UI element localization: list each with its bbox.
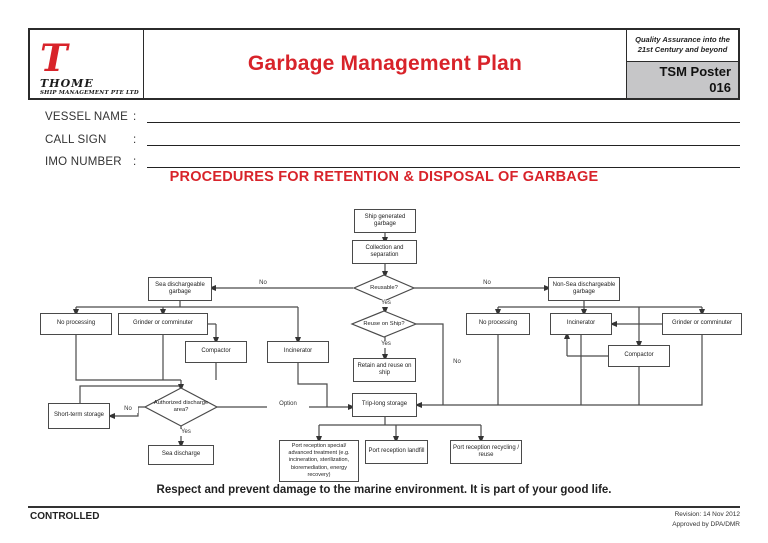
- call-sign-row: CALL SIGN :: [45, 130, 740, 146]
- colon: :: [133, 111, 137, 123]
- decision-reusable: Reusable?: [370, 284, 398, 291]
- company-logo: T THOME SHIP MANAGEMENT PTE LTD: [30, 30, 144, 98]
- vessel-name-row: VESSEL NAME :: [45, 107, 740, 123]
- node-trip-long-storage: Trip-long storage: [352, 393, 417, 417]
- controlled-stamp: CONTROLLED: [30, 511, 100, 522]
- revision-date: Revision: 14 Nov 2012: [674, 511, 740, 518]
- flow-connector-lines: [73, 233, 705, 449]
- node-non-sea-dischargeable-garbage: Non-Sea dischargeable garbage: [548, 277, 620, 301]
- node-sea-discharge: Sea discharge: [148, 445, 214, 465]
- node-sea-dischargeable-garbage: Sea dischargeable garbage: [148, 277, 212, 301]
- garbage-flowchart: Ship generated garbage Collection and se…: [0, 195, 768, 495]
- imo-number-row: IMO NUMBER :: [45, 152, 740, 168]
- node-compactor-left: Compactor: [185, 341, 247, 363]
- node-incinerator-left: Incinerator: [267, 341, 329, 363]
- edge-label-no-sea: No: [250, 280, 276, 287]
- vessel-name-label: VESSEL NAME: [45, 111, 128, 123]
- vessel-name-field: [147, 109, 740, 123]
- imo-number-label: IMO NUMBER: [45, 156, 122, 168]
- company-name: THOME: [40, 77, 94, 90]
- imo-number-field: [147, 154, 740, 168]
- footer-divider: [28, 506, 740, 508]
- edge-label-yes-authorized: Yes: [173, 429, 199, 436]
- colon: :: [133, 156, 137, 168]
- section-title: PROCEDURES FOR RETENTION & DISPOSAL OF G…: [169, 169, 599, 185]
- node-port-reception-recycling: Port reception recycling / reuse: [450, 440, 522, 464]
- edge-label-no-nonsea: No: [474, 280, 500, 287]
- node-no-processing-right: No processing: [466, 313, 530, 335]
- header: T THOME SHIP MANAGEMENT PTE LTD Garbage …: [28, 28, 740, 100]
- node-compactor-right: Compactor: [608, 345, 670, 367]
- document-title: Garbage Management Plan: [247, 52, 523, 75]
- edge-label-yes-reusable: Yes: [373, 300, 399, 307]
- call-sign-field: [147, 132, 740, 146]
- decision-reuse-on-ship: Reuse on Ship?: [363, 320, 405, 327]
- company-subtitle: SHIP MANAGEMENT PTE LTD: [40, 90, 139, 96]
- node-short-term-storage: Short-term storage: [48, 403, 110, 429]
- thome-t-logo-icon: T: [40, 35, 68, 80]
- approved-by: Approved by DPA/DMR: [672, 520, 740, 528]
- node-collection-and-separation: Collection and separation: [352, 240, 417, 264]
- edge-label-option: Option: [267, 401, 309, 408]
- node-ship-generated-garbage: Ship generated garbage: [354, 209, 416, 233]
- edge-label-no-authorized: No: [118, 406, 138, 413]
- edge-label-no-reuse: No: [447, 359, 467, 366]
- revision-block: Revision: 14 Nov 2012 Approved by DPA/DM…: [672, 510, 740, 530]
- call-sign-label: CALL SIGN: [45, 134, 107, 146]
- poster-number: 016: [709, 79, 731, 95]
- poster-number-box: TSM Poster 016: [627, 61, 738, 98]
- decision-authorized-discharge-area: Authorized discharge area?: [153, 400, 209, 413]
- title-cell: Garbage Management Plan: [144, 30, 626, 98]
- motto-text: Respect and prevent damage to the marine…: [156, 484, 612, 496]
- node-port-reception-landfill: Port reception landfill: [365, 440, 428, 464]
- colon: :: [133, 134, 137, 146]
- node-no-processing-left: No processing: [40, 313, 112, 335]
- node-incinerator-right: Incinerator: [550, 313, 612, 335]
- poster-label: TSM Poster: [659, 63, 731, 79]
- node-port-reception-special: Port reception special/ advanced treatme…: [279, 440, 359, 482]
- edge-label-yes-reuse: Yes: [373, 341, 399, 348]
- node-grinder-left: Grinder or comminuter: [118, 313, 208, 335]
- node-retain-and-reuse: Retain and reuse on ship: [353, 358, 416, 382]
- quality-slogan: Quality Assurance into the 21st Century …: [627, 30, 738, 62]
- node-grinder-right: Grinder or comminuter: [662, 313, 742, 335]
- quality-cell: Quality Assurance into the 21st Century …: [626, 30, 738, 98]
